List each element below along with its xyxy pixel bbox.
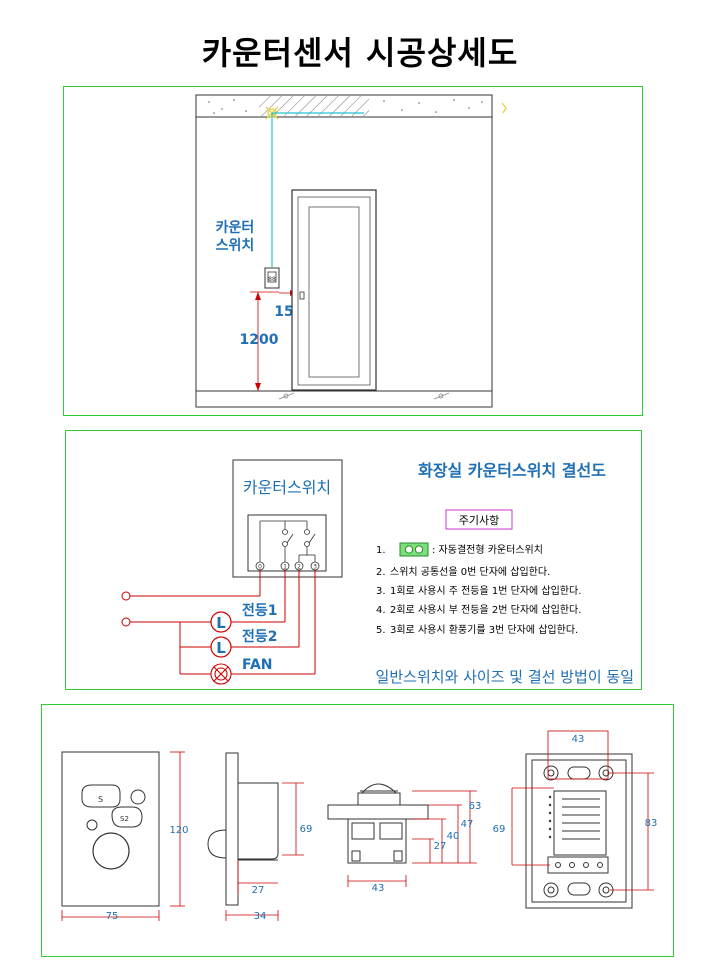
- switch-housing: [232, 459, 343, 578]
- back-right-label: 83: [645, 818, 658, 829]
- elevation-panel: 88 카운터 스위치 1200 15: [63, 86, 643, 416]
- terminal-3-label: 3: [313, 564, 317, 571]
- floor-marks: [278, 392, 450, 400]
- back-left-label: 69: [493, 824, 506, 835]
- front-height-label: 120: [169, 825, 188, 836]
- lamp1-label: 전등1: [242, 602, 278, 619]
- ceiling-sensor-mark-icon: [501, 102, 507, 114]
- notes-list: 1. : 자동결전형 카운터스위치 2. 스위치 공통선을 0번 단자에 삽입한…: [376, 543, 581, 636]
- lamp2-icon: [210, 636, 232, 658]
- bottom-h47-label: 47: [461, 819, 474, 830]
- lamp1-icon: [210, 611, 232, 633]
- terminal-block: [247, 514, 327, 572]
- note-1-num: 1.: [376, 545, 386, 556]
- wiring-box-label: 카운터스위치: [243, 478, 331, 497]
- notes-title-box: [445, 509, 513, 530]
- supply-terminal-2: [121, 617, 131, 627]
- back-view-dots: [548, 795, 552, 839]
- side-view: [207, 752, 279, 906]
- note-5-num: 5.: [376, 625, 386, 636]
- side-height-label: 69: [300, 824, 313, 835]
- side-offset-label: 27: [252, 885, 265, 896]
- terminals: 0 1 2 3: [255, 561, 320, 571]
- dimensions-panel: S S2 75 120 69 27 34: [41, 704, 674, 957]
- auto-switch-icon: [399, 542, 429, 557]
- front-view: S S2: [61, 751, 160, 907]
- wiring-panel: 카운터스위치 0 1 2 3: [65, 430, 642, 690]
- fan-label: FAN: [242, 657, 273, 673]
- lamp1-symbol: L: [216, 614, 226, 632]
- door-frame: [291, 189, 377, 391]
- note-3-text: 1회로 사용시 주 전등을 1번 단자에 삽입한다.: [390, 584, 581, 597]
- switch-label-2: 스위치: [216, 238, 255, 254]
- offset-dimension: 15: [274, 304, 293, 320]
- switch-label-1: 카운터: [216, 220, 255, 236]
- note-5-text: 3회로 사용시 환풍기를 3번 단자에 삽입한다.: [390, 623, 578, 636]
- back-top-label: 43: [572, 734, 585, 745]
- page-title: 카운터센서 시공상세도: [201, 34, 519, 72]
- bottom-h40-label: 40: [447, 831, 460, 842]
- wiring-drawing: 카운터스위치 0 1 2 3: [121, 459, 634, 686]
- door-handle-icon: [299, 291, 305, 300]
- side-depth-label: 34: [254, 911, 267, 922]
- wiring-heading: 화장실 카운터스위치 결선도: [418, 461, 606, 480]
- ceiling-speckle: [208, 99, 483, 114]
- back-view: [525, 753, 633, 909]
- bottom-h27-label: 27: [434, 841, 447, 852]
- bottom-view: [327, 783, 429, 864]
- fan-icon: [210, 663, 232, 685]
- switch-box: [264, 267, 280, 289]
- elevation-drawing: 88 카운터 스위치 1200 15: [195, 94, 507, 408]
- terminal-1-label: 1: [283, 564, 287, 571]
- wall-outline: [195, 116, 493, 408]
- note-1-text: : 자동결전형 카운터스위치: [432, 543, 543, 556]
- note-2-num: 2.: [376, 567, 386, 578]
- door-panel: [308, 206, 360, 378]
- supply-terminal-1: [121, 591, 131, 601]
- ceiling-hatch: [259, 96, 369, 116]
- front-width-label: 75: [106, 911, 119, 922]
- note-4-num: 4.: [376, 605, 386, 616]
- lamp2-label: 전등2: [242, 628, 278, 645]
- wiring-footer: 일반스위치와 사이즈 및 결선 방법이 동일: [376, 668, 634, 686]
- terminal-2-label: 2: [297, 564, 301, 571]
- bottom-h63-label: 63: [469, 801, 482, 812]
- bottom-width-label: 43: [372, 883, 385, 894]
- notes-title: 주기사항: [459, 514, 499, 527]
- note-2-text: 스위치 공통선을 0번 단자에 삽입한다.: [390, 565, 550, 578]
- note-3-num: 3.: [376, 586, 386, 597]
- switch-contacts: [282, 529, 316, 547]
- svg-text:S2: S2: [120, 815, 129, 823]
- svg-text:88: 88: [268, 276, 276, 283]
- note-4-text: 2회로 사용시 부 전등을 2번 단자에 삽입한다.: [390, 603, 581, 616]
- svg-text:S: S: [98, 795, 103, 804]
- wiring-lines: [130, 570, 316, 675]
- lamp2-symbol: L: [216, 639, 226, 657]
- dimensions-drawing: S S2 75 120 69 27 34: [61, 730, 658, 922]
- height-dimension: 1200: [240, 332, 279, 348]
- terminal-0-label: 0: [258, 564, 262, 571]
